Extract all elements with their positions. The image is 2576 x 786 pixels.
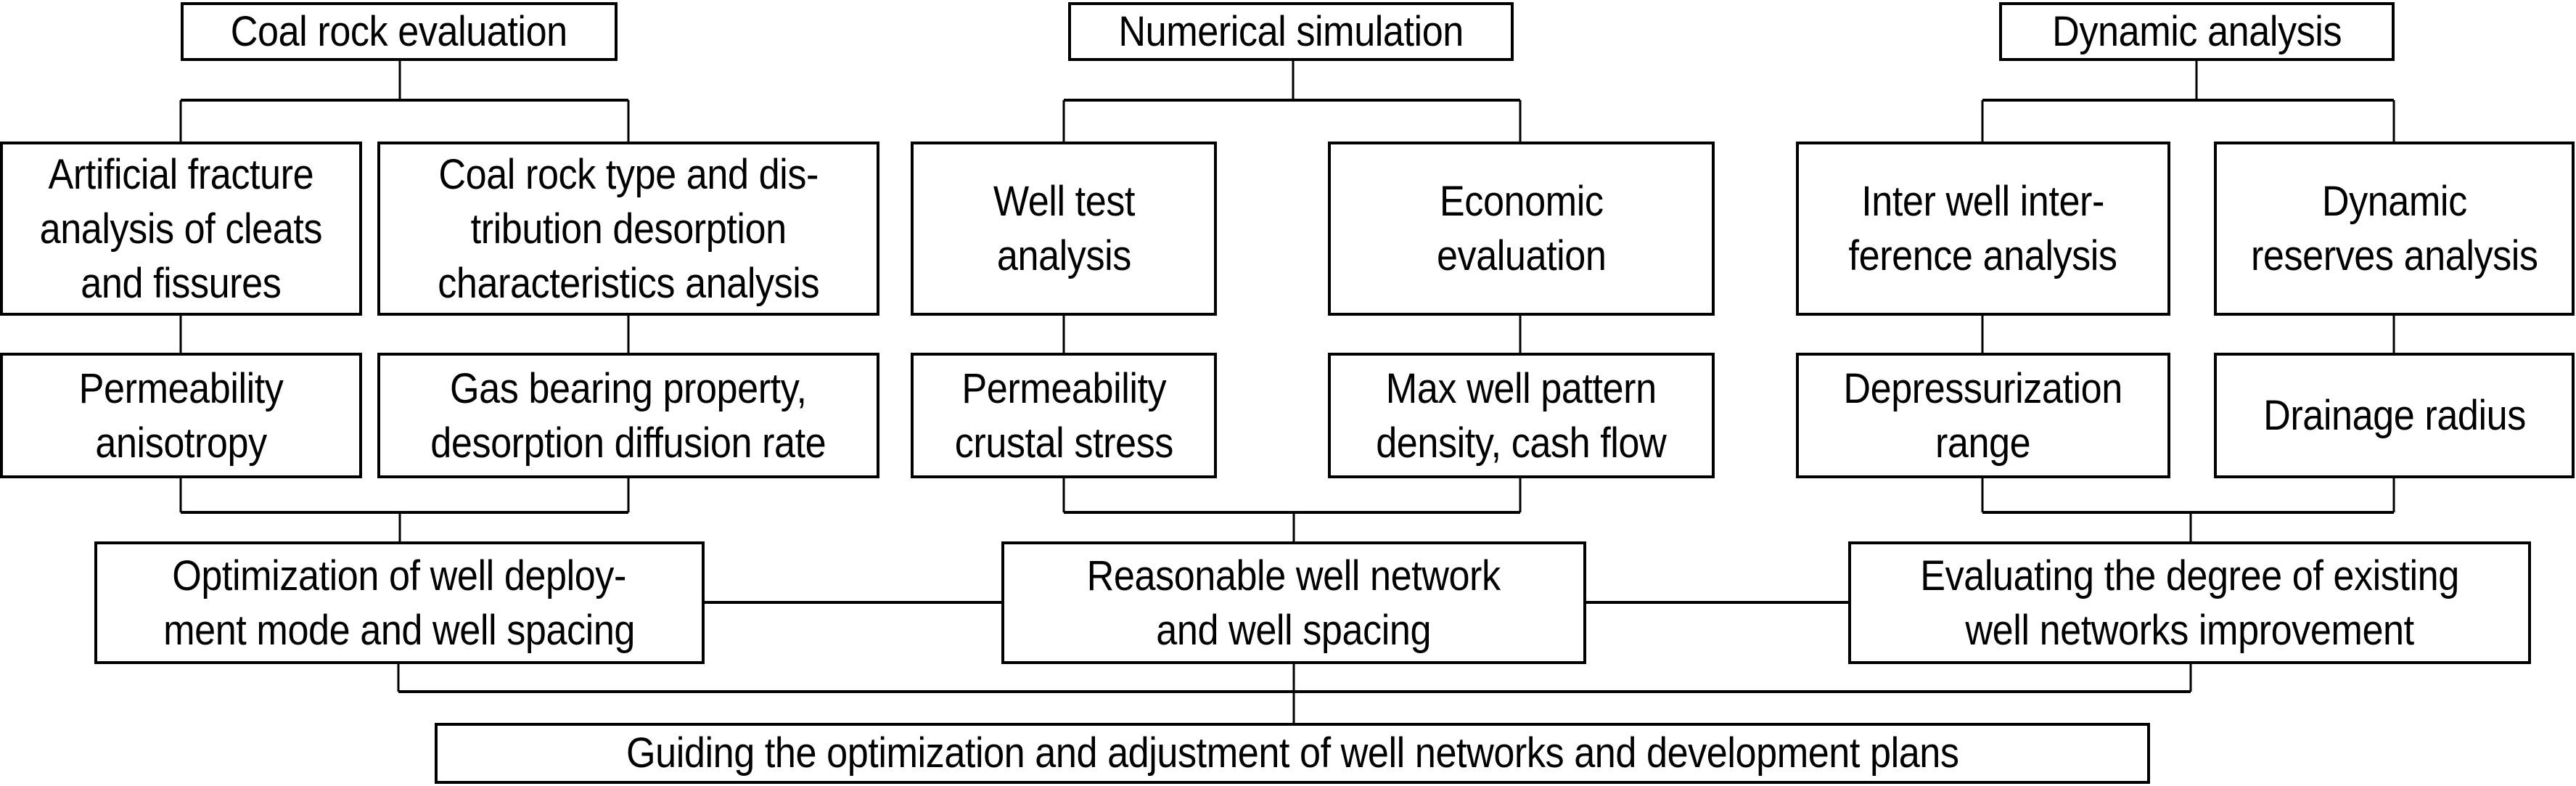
dynamic-analysis-box: Dynamic analysis [1999, 2, 2395, 61]
well-test-analysis-label: Well test analysis [993, 178, 1135, 279]
fracture-analysis-label: Artificial fracture analysis of cleats a… [39, 150, 323, 307]
fracture-analysis-box: Artificial fracture analysis of cleats a… [0, 142, 362, 316]
coal-rock-type-box: Coal rock type and dis- tribution desorp… [377, 142, 879, 316]
permeability-anisotropy-label: Permeability anisotropy [78, 364, 284, 467]
permeability-crustal-stress-label: Permeability crustal stress [954, 364, 1173, 467]
dynamic-reserves-box: Dynamic reserves analysis [2214, 142, 2575, 316]
coal-rock-evaluation-label: Coal rock evaluation [231, 7, 567, 55]
gas-bearing-property-label: Gas bearing property, desorption diffusi… [430, 364, 826, 467]
drainage-radius-label: Drainage radius [2263, 392, 2526, 439]
permeability-anisotropy-box: Permeability anisotropy [0, 353, 362, 478]
permeability-crustal-stress-box: Permeability crustal stress [911, 353, 1217, 478]
depressurization-range-box: Depressurization range [1796, 353, 2170, 478]
well-test-analysis-box: Well test analysis [911, 142, 1217, 316]
economic-evaluation-label: Economic evaluation [1436, 178, 1607, 279]
economic-evaluation-box: Economic evaluation [1328, 142, 1715, 316]
dynamic-reserves-label: Dynamic reserves analysis [2250, 178, 2538, 279]
coal-rock-evaluation-box: Coal rock evaluation [181, 2, 618, 61]
coal-rock-type-label: Coal rock type and dis- tribution desorp… [438, 150, 819, 307]
dynamic-analysis-label: Dynamic analysis [2052, 7, 2342, 55]
depressurization-range-label: Depressurization range [1843, 364, 2123, 467]
inter-well-interference-box: Inter well inter- ference analysis [1796, 142, 2170, 316]
optimization-label: Optimization of well deploy- ment mode a… [163, 552, 636, 654]
drainage-radius-box: Drainage radius [2214, 353, 2575, 478]
numerical-simulation-box: Numerical simulation [1068, 2, 1514, 61]
reasonable-network-box: Reasonable well network and well spacing [1001, 541, 1586, 664]
numerical-simulation-label: Numerical simulation [1118, 7, 1464, 55]
inter-well-interference-label: Inter well inter- ference analysis [1848, 178, 2118, 279]
guiding-plans-label: Guiding the optimization and adjustment … [625, 729, 1959, 777]
evaluating-improvement-box: Evaluating the degree of existing well n… [1848, 541, 2531, 664]
max-well-pattern-label: Max well pattern density, cash flow [1376, 364, 1667, 467]
optimization-box: Optimization of well deploy- ment mode a… [94, 541, 705, 664]
gas-bearing-property-box: Gas bearing property, desorption diffusi… [377, 353, 879, 478]
guiding-plans-box: Guiding the optimization and adjustment … [435, 723, 2150, 784]
max-well-pattern-box: Max well pattern density, cash flow [1328, 353, 1715, 478]
reasonable-network-label: Reasonable well network and well spacing [1087, 552, 1501, 654]
evaluating-improvement-label: Evaluating the degree of existing well n… [1920, 552, 2459, 654]
